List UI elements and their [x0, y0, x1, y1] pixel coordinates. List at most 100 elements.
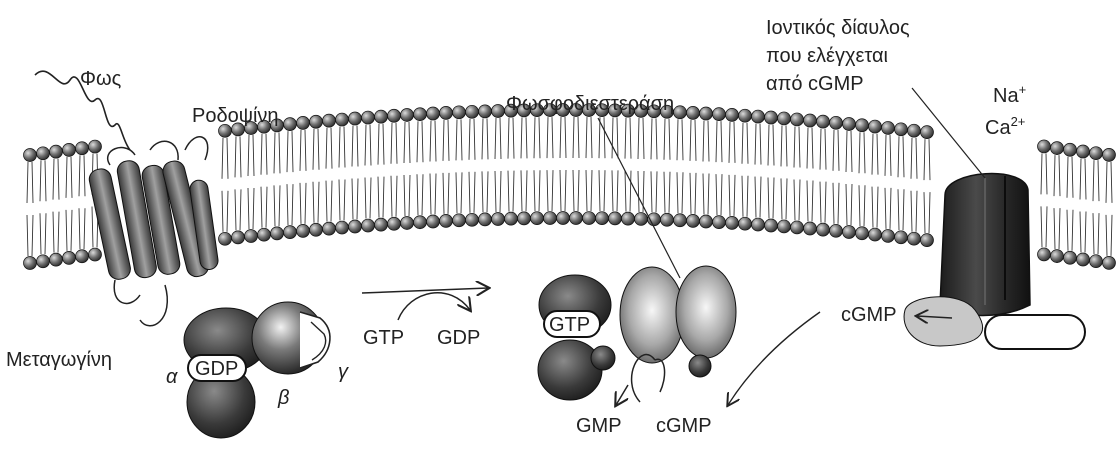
lipid-tail: [482, 118, 488, 212]
lipid-tail: [456, 119, 462, 213]
lipid-tail: [833, 130, 839, 224]
lipid-head: [674, 106, 687, 119]
lipid-tail: [339, 127, 345, 221]
lipid-tail: [53, 159, 59, 253]
lipid-head: [882, 121, 895, 134]
lipid-head: [700, 215, 713, 228]
lipid-tail: [690, 120, 696, 214]
lipid-head: [89, 248, 102, 261]
lipid-head: [856, 119, 869, 132]
lipid-tail: [807, 128, 813, 222]
lipid-head: [362, 219, 375, 232]
lipid-head: [388, 109, 401, 122]
lipid-head: [1038, 248, 1051, 261]
lipid-tail: [885, 135, 891, 229]
lipid-head: [1103, 148, 1116, 161]
lipid-head: [635, 212, 648, 225]
lipid-head: [869, 228, 882, 241]
lipid-head: [1051, 142, 1064, 155]
lipid-head: [466, 213, 479, 226]
lipid-tail: [703, 120, 709, 214]
lipid-head: [414, 216, 427, 229]
lipid-head: [596, 212, 609, 225]
lipid-tail: [729, 122, 735, 216]
lipid-head: [804, 222, 817, 235]
lipid-head: [765, 111, 778, 124]
lipid-head: [323, 222, 336, 235]
lipid-head: [843, 226, 856, 239]
lipid-tail: [495, 118, 501, 212]
lipid-head: [544, 212, 557, 225]
lipid-head: [440, 214, 453, 227]
lipid-head: [1090, 255, 1103, 268]
lipid-head: [258, 228, 271, 241]
lipid-head: [466, 105, 479, 118]
lipid-head: [921, 126, 934, 139]
label-gtp-reaction: GTP: [363, 327, 404, 349]
lipid-head: [713, 108, 726, 121]
lipid-head: [687, 106, 700, 119]
lipid-head: [778, 112, 791, 125]
lipid-head: [609, 212, 622, 225]
lipid-head: [375, 218, 388, 231]
lipid-tail: [664, 119, 670, 213]
lipid-head: [310, 223, 323, 236]
lipid-head: [1038, 140, 1051, 153]
lipid-tail: [911, 138, 917, 232]
cgmp-return-arrow: [728, 312, 820, 405]
lipid-head: [375, 110, 388, 123]
lipid-head: [583, 212, 596, 225]
lipid-tail: [547, 117, 553, 211]
lipid-tail: [66, 157, 72, 251]
lipid-head: [778, 220, 791, 233]
lipid-head: [830, 224, 843, 237]
lipid-tail: [612, 117, 618, 211]
label-transducin: Μεταγωγίνη: [6, 349, 112, 371]
lipid-tail: [521, 117, 527, 211]
lipid-tail: [742, 123, 748, 217]
lipid-head: [830, 116, 843, 129]
label-alpha: α: [166, 366, 178, 388]
lipid-tail: [755, 124, 761, 218]
lipid-head: [726, 216, 739, 229]
lipid-tail: [677, 119, 683, 213]
lipid-tail: [1054, 155, 1060, 249]
lipid-head: [479, 213, 492, 226]
lipid-head: [674, 214, 687, 227]
lipid-head: [284, 226, 297, 239]
lipid-head: [882, 229, 895, 242]
phosphodiesterase-pointer: [598, 118, 680, 278]
lipid-head: [336, 221, 349, 234]
lipid-tail: [872, 134, 878, 228]
lipid-head: [349, 220, 362, 233]
lipid-head: [505, 212, 518, 225]
lipid-head: [50, 145, 63, 158]
lipid-tail: [365, 125, 371, 219]
lipid-tail: [560, 117, 566, 211]
lipid-head: [791, 221, 804, 234]
lipid-tail: [352, 126, 358, 220]
lipid-tail: [1093, 160, 1099, 254]
lipid-head: [726, 108, 739, 121]
lipid-head: [817, 115, 830, 128]
lipid-head: [37, 147, 50, 160]
lipid-head: [349, 112, 362, 125]
lipid-head: [713, 216, 726, 229]
lipid-tail: [391, 123, 397, 217]
lipid-tail: [287, 131, 293, 225]
label-channel-line2: που ελέγχεται: [766, 45, 888, 67]
lipid-head: [895, 231, 908, 244]
lipid-head: [570, 212, 583, 225]
lipid-tail: [274, 132, 280, 226]
lipid-head: [401, 216, 414, 229]
label-sodium: Na+: [993, 82, 1026, 107]
lipid-tail: [469, 119, 475, 213]
lipid-tail: [859, 132, 865, 226]
lipid-head: [791, 113, 804, 126]
lipid-tail: [443, 120, 449, 214]
label-gdp-bound: GDP: [195, 358, 238, 380]
lipid-tail: [222, 138, 228, 232]
lipid-tail: [625, 118, 631, 212]
lipid-head: [739, 109, 752, 122]
lipid-head: [739, 217, 752, 230]
